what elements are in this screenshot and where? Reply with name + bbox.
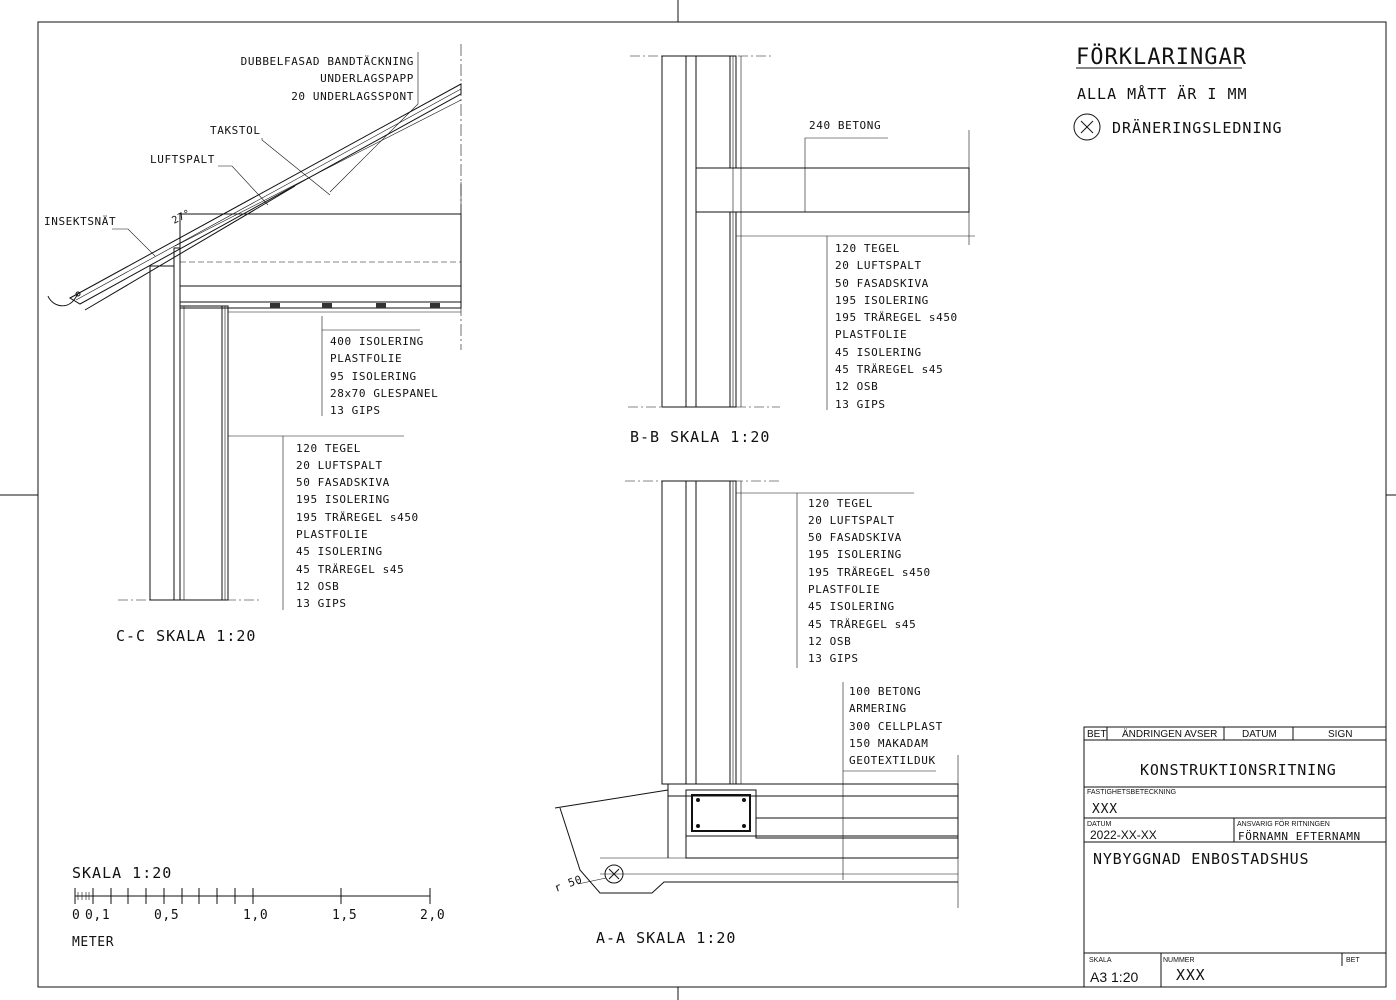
cc-wall-layer: 45 TRÄREGEL s45 [296,563,404,576]
scale-bar-unit: METER [72,935,114,950]
tb-property-label: FASTIGHETSBETECKNING [1087,789,1176,796]
cc-insektsnat: INSEKTSNÄT [44,215,116,228]
bb-wall-layer: 45 TRÄREGEL s45 [835,363,943,376]
cc-roof-layer-2: UNDERLAGSPAPP [320,72,414,85]
cc-wall-layer: 195 ISOLERING [296,493,390,506]
title-block [1083,726,1387,988]
tb-property-value: XXX [1092,802,1118,817]
section-bb-detail [628,55,975,410]
aa-floor-layer: 300 CELLPLAST [849,720,943,733]
legend: FÖRKLARINGAR ALLA MÅTT ÄR I MM DRÄNERING… [1073,44,1283,141]
aa-wall-layer: 20 LUFTSPALT [808,514,895,527]
cc-ceiling-layer: 13 GIPS [330,404,381,417]
scale-tick-label: 0 [72,908,80,923]
aa-wall-layer: 13 GIPS [808,652,859,665]
tb-bet-label: BET [1346,957,1360,964]
cc-wall-layer: 45 ISOLERING [296,545,383,558]
cc-ceiling-layers: 400 ISOLERING PLASTFOLIE 95 ISOLERING 28… [330,335,438,417]
scale-tick-label: 1,5 [332,908,357,923]
legend-drain-label: DRÄNERINGSLEDNING [1112,118,1283,137]
scale-tick-label: 0,1 [85,908,110,923]
cc-wall-layer: 50 FASADSKIVA [296,476,390,489]
cc-ceiling-layer: 95 ISOLERING [330,370,417,383]
bb-slab: 240 BETONG [809,119,881,132]
cc-ceiling-layer: PLASTFOLIE [330,352,402,365]
aa-wall-layer: 120 TEGEL [808,497,873,510]
aa-floor-layer: 150 MAKADAM [849,737,928,750]
tb-number-label: NUMMER [1163,957,1195,964]
cc-wall-layer: 13 GIPS [296,597,347,610]
aa-wall-layer: 50 FASADSKIVA [808,531,902,544]
cc-takstol: TAKSTOL [210,124,261,137]
tb-rev-header: ÄNDRINGEN AVSER [1122,728,1217,740]
x-circle-icon [1073,113,1101,141]
scale-bar: SKALA 1:20 0 0,1 0,5 1,0 1,5 2,0 METER [72,864,445,950]
cc-roof-layer-3: 20 UNDERLAGSSPONT [291,90,414,103]
bb-wall-layer: 20 LUFTSPALT [835,259,922,272]
aa-wall-layer: 45 ISOLERING [808,600,895,613]
tb-scale-value: A3 1:20 [1090,969,1138,985]
cc-angle: 27° [170,208,193,227]
tb-responsible-value: FÖRNAMN EFTERNAMN [1238,830,1361,843]
aa-wall-layer: PLASTFOLIE [808,583,880,596]
legend-units-note: ALLA MÅTT ÄR I MM [1077,84,1248,103]
tb-rev-header: SIGN [1328,729,1352,740]
cc-wall-layer: PLASTFOLIE [296,528,368,541]
bb-wall-layer: 195 TRÄREGEL s450 [835,311,958,324]
tb-date-value: 2022-XX-XX [1090,828,1157,842]
cc-ceiling-layer: 28x70 GLESPANEL [330,387,438,400]
cc-wall-layer: 120 TEGEL [296,442,361,455]
sheet-border [37,21,1387,988]
bb-wall-layer: 12 OSB [835,380,878,393]
bb-wall-layer: 45 ISOLERING [835,346,922,359]
aa-radius: r 50 [553,873,585,895]
aa-wall-layer: 12 OSB [808,635,851,648]
bb-wall-layer: PLASTFOLIE [835,328,907,341]
scale-bar-title: SKALA 1:20 [72,864,172,882]
aa-title: A-A SKALA 1:20 [596,929,736,947]
scale-tick-label: 1,0 [243,908,268,923]
tb-drawing-type: KONSTRUKTIONSRITNING [1140,761,1337,779]
bb-title: B-B SKALA 1:20 [630,428,770,446]
legend-title: FÖRKLARINGAR [1076,44,1247,70]
aa-wall-layer: 45 TRÄREGEL s45 [808,618,916,631]
aa-floor-layers: 100 BETONG ARMERING 300 CELLPLAST 150 MA… [849,685,943,767]
aa-floor-layer: ARMERING [849,702,907,715]
cc-luftspalt: LUFTSPALT [150,153,215,166]
tb-responsible-label: ANSVARIG FÖR RITNINGEN [1237,820,1330,828]
aa-wall-layer: 195 ISOLERING [808,548,902,561]
section-aa-detail [554,480,959,908]
aa-floor-layer: GEOTEXTILDUK [849,754,936,767]
bb-wall-layer: 13 GIPS [835,398,886,411]
aa-floor-layer: 100 BETONG [849,685,921,698]
scale-tick-label: 0,5 [154,908,179,923]
aa-wall-layers: 120 TEGEL 20 LUFTSPALT 50 FASADSKIVA 195… [808,497,931,665]
bb-wall-layer: 120 TEGEL [835,242,900,255]
bb-wall-layer: 50 FASADSKIVA [835,277,929,290]
tb-date-label: DATUM [1087,821,1112,828]
bb-wall-layer: 195 ISOLERING [835,294,929,307]
tb-rev-header: DATUM [1242,729,1277,740]
tb-project: NYBYGGNAD ENBOSTADSHUS [1093,850,1309,868]
cc-roof-layer-1: DUBBELFASAD BANDTÄCKNING [241,55,414,68]
cc-ceiling-layer: 400 ISOLERING [330,335,424,348]
bb-wall-layers: 120 TEGEL 20 LUFTSPALT 50 FASADSKIVA 195… [835,242,958,411]
scale-tick-label: 2,0 [420,908,445,923]
x-circle-icon [604,864,624,884]
cc-wall-layer: 12 OSB [296,580,339,593]
cc-wall-layer: 195 TRÄREGEL s450 [296,511,419,524]
cc-wall-layer: 20 LUFTSPALT [296,459,383,472]
cc-title: C-C SKALA 1:20 [116,627,256,645]
tb-rev-header: BET [1087,729,1106,740]
tb-number-value: XXX [1176,966,1206,984]
section-cc-detail: 27° [47,44,462,610]
cc-wall-layers: 120 TEGEL 20 LUFTSPALT 50 FASADSKIVA 195… [296,442,419,610]
tb-scale-label: SKALA [1089,957,1112,964]
aa-wall-layer: 195 TRÄREGEL s450 [808,566,931,579]
